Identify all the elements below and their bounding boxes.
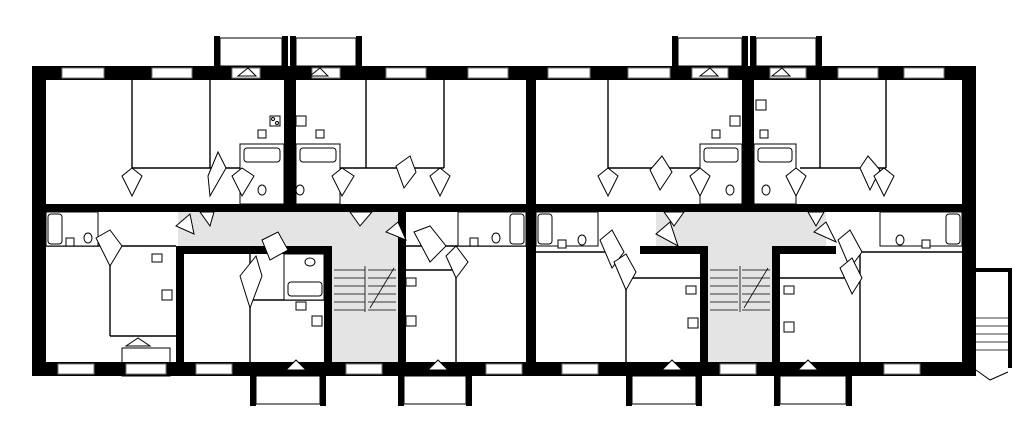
stair-right (710, 266, 770, 312)
door-swing-icon (121, 167, 143, 198)
door-swings (95, 67, 895, 371)
bathtubs (47, 147, 961, 297)
sinks (65, 129, 931, 311)
stair-east-entrance (972, 268, 1012, 381)
bathtub-icon (243, 147, 281, 163)
toilet-icon (257, 184, 267, 196)
exterior-walls (32, 66, 976, 376)
stove-icon (269, 115, 281, 127)
balconies (121, 36, 852, 406)
stoves (161, 99, 795, 333)
toilets (83, 184, 905, 267)
stair-left (334, 266, 396, 312)
sink-icon (257, 129, 267, 139)
